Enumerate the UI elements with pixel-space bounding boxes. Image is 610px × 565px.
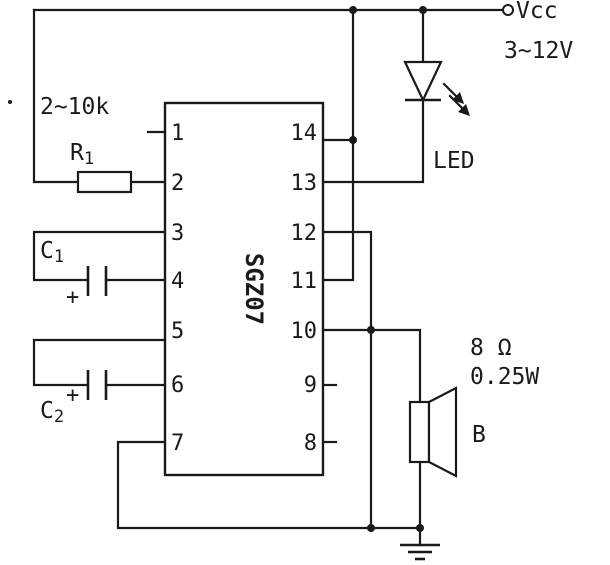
resistor-ref-sub: 1: [84, 149, 94, 169]
ic-name: SGZ07: [240, 253, 268, 325]
stray-dot: [8, 100, 12, 104]
ground-symbol: [400, 543, 440, 561]
speaker-body: [408, 400, 431, 464]
junction-dot: [367, 326, 375, 334]
vcc-label: Vcc: [516, 0, 558, 24]
capacitor-c2: +: [66, 370, 108, 408]
wire-led-to-pin13: [321, 98, 425, 184]
wire-pin7-loop: [116, 440, 422, 530]
wire-pin12-to-ground: [321, 230, 373, 530]
junction-dot: [416, 524, 424, 532]
c1-label-sub: 1: [54, 247, 64, 267]
pin-number: 9: [304, 373, 317, 398]
pin-number: 6: [171, 373, 184, 398]
junction-dot: [367, 524, 375, 532]
wire-pin5-c2: [32, 338, 167, 387]
wire-pin10-to-speaker: [321, 328, 422, 404]
emission-arrowhead: [458, 104, 470, 116]
pin-number: 13: [291, 171, 318, 196]
junction-dot: [349, 6, 357, 14]
led-emission-arrows: [442, 82, 470, 116]
speaker-power: 0.25W: [470, 364, 539, 390]
resistor-ref: R1: [70, 140, 94, 169]
ic-body: [163, 101, 325, 477]
pin-number: 10: [291, 319, 318, 344]
junction-dot: [419, 6, 427, 14]
junctions: [8, 4, 514, 532]
capacitor-c1: +: [66, 266, 108, 310]
pin-number: 14: [291, 121, 318, 146]
vcc-terminal: [502, 4, 514, 16]
speaker-ref: B: [472, 422, 486, 448]
c2-label-sub: 2: [54, 407, 64, 427]
led-label: LED: [433, 148, 475, 174]
wire-vcc-to-pin14-11: [321, 8, 355, 282]
c2-label: C2: [40, 398, 64, 427]
pin-number: 11: [291, 269, 318, 294]
junction-dot: [349, 136, 357, 144]
wire-left-vertical-to-r1: [32, 8, 80, 184]
pin-number: 7: [171, 431, 184, 456]
speaker: [408, 386, 458, 478]
c1-polarity-mark: +: [66, 285, 79, 310]
ic-pin-labels: 1 2 3 4 5 6 7 8 9 10 11 12 13 14: [171, 121, 317, 456]
c2-polarity-mark: +: [66, 383, 79, 408]
led-triangle: [403, 60, 443, 103]
vcc-range: 3~12V: [504, 38, 573, 64]
pin-number: 8: [304, 431, 317, 456]
led: [403, 60, 470, 116]
speaker-cone: [427, 386, 458, 478]
pin-number: 12: [291, 221, 318, 246]
speaker-impedance: 8 Ω: [470, 335, 512, 361]
pin-number: 3: [171, 221, 184, 246]
resistor-r1: [76, 170, 133, 194]
pin-number: 5: [171, 319, 184, 344]
resistor-value: 2~10k: [40, 94, 109, 120]
pin-number: 2: [171, 171, 184, 196]
pin-number: 4: [171, 269, 184, 294]
c1-label: C1: [40, 238, 64, 267]
wire-pin3-c1: [32, 230, 167, 282]
pin-number: 1: [171, 121, 184, 146]
